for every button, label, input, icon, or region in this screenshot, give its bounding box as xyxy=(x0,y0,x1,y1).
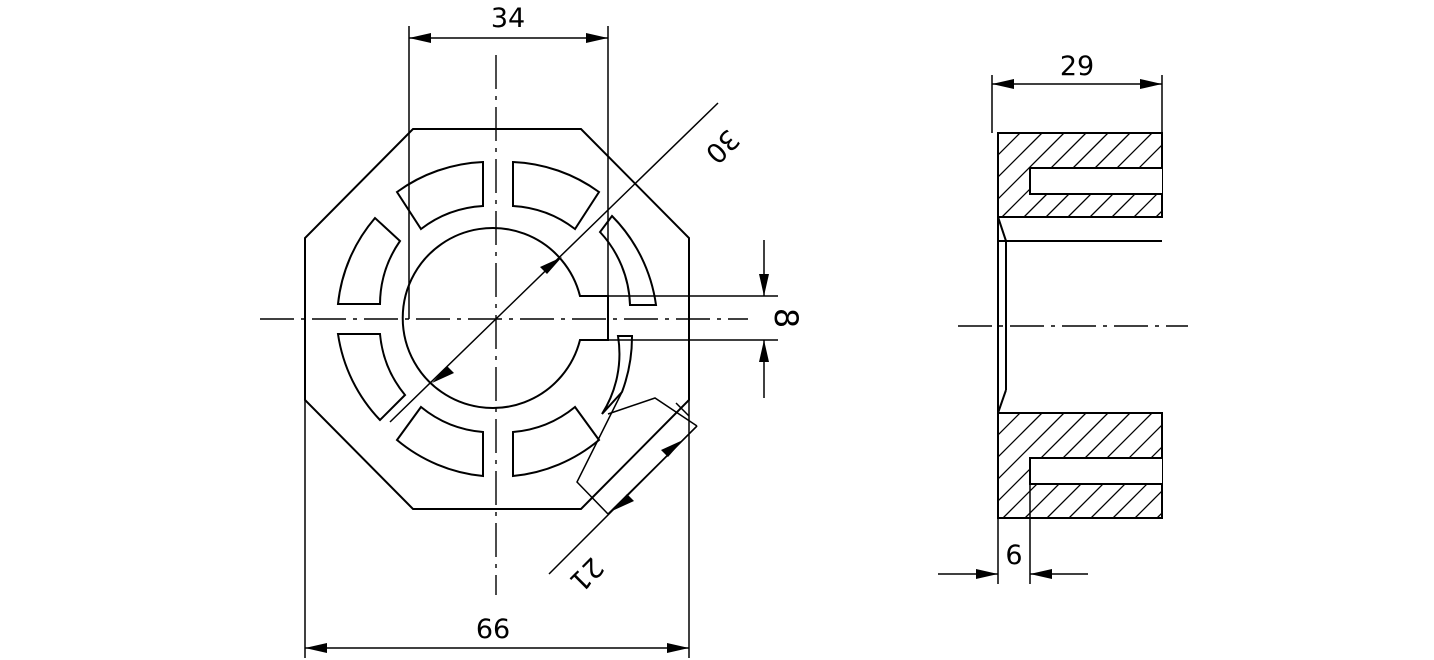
arrowhead xyxy=(305,643,327,653)
dimension-label-29: 29 xyxy=(1060,51,1094,82)
hatch-line xyxy=(1112,468,1162,518)
hatch-line xyxy=(998,133,999,134)
hatch-line xyxy=(1244,133,1328,217)
hatch-line xyxy=(998,413,1065,480)
hatch-line xyxy=(1223,413,1328,518)
hatch-line xyxy=(998,413,999,414)
dimension-30: 30 xyxy=(389,102,745,423)
hatch-line xyxy=(1178,133,1262,217)
dimension-label-8: 8 xyxy=(767,308,805,328)
hatch-line xyxy=(998,413,1021,436)
dimension-34: 34 xyxy=(408,3,609,319)
arrowhead xyxy=(586,33,608,43)
dimension-label-66: 66 xyxy=(476,614,510,645)
ring-slot-right-lower xyxy=(601,335,634,415)
side-view: 29 6 xyxy=(938,51,1350,584)
dimension-29: 29 xyxy=(991,51,1163,133)
arrowhead xyxy=(612,494,634,511)
dimension-label-34: 34 xyxy=(491,3,525,34)
ring-slot-left-lower xyxy=(336,333,407,422)
extension-tick-21 xyxy=(675,402,690,417)
arrowhead xyxy=(667,643,689,653)
dimension-21: 21 xyxy=(548,391,698,597)
hatch-line xyxy=(998,413,1043,458)
extension-line-21 xyxy=(607,397,698,427)
ring-slots xyxy=(336,160,658,478)
arrowhead xyxy=(432,366,454,383)
ring-slot-left-upper xyxy=(336,216,402,305)
dimension-label-6: 6 xyxy=(1005,540,1022,571)
hatch-line xyxy=(1155,210,1162,217)
extension-line-21 xyxy=(576,391,623,515)
arrowhead xyxy=(409,33,431,43)
ring-slot-top-right xyxy=(512,160,601,231)
dimension-8: 8 xyxy=(608,240,805,398)
hatch-line xyxy=(1222,133,1306,217)
arrowhead xyxy=(992,79,1014,89)
hatch-line xyxy=(998,133,1043,178)
arrowhead xyxy=(540,257,562,274)
hatch-line xyxy=(1201,413,1306,518)
ring-slot-bottom-right xyxy=(512,405,601,478)
ring-slot-top-left xyxy=(395,160,484,231)
arrowhead xyxy=(1140,79,1162,89)
hatch-line xyxy=(1179,413,1284,518)
hatch-line xyxy=(1156,512,1162,518)
front-view: 34 30 8 21 xyxy=(260,3,805,658)
arrowhead xyxy=(759,274,769,296)
dimension-label-30: 30 xyxy=(699,123,745,169)
groove-top xyxy=(1029,167,1162,195)
arrowhead xyxy=(976,569,998,579)
arrowhead xyxy=(759,340,769,362)
arrowhead xyxy=(1030,569,1052,579)
dimension-66: 66 xyxy=(304,400,690,658)
arrowhead xyxy=(661,440,683,457)
hatch-line xyxy=(1200,133,1284,217)
side-chamfer-edge xyxy=(997,389,1007,414)
side-chamfer-edge xyxy=(997,216,1007,242)
dimension-6: 6 xyxy=(938,484,1088,584)
hatch-line xyxy=(1133,188,1162,217)
ring-slot-right-upper xyxy=(598,214,658,306)
hatch-line xyxy=(998,133,1065,200)
hatch-line xyxy=(1245,413,1350,518)
octagon-outline xyxy=(304,128,690,510)
hatch-line xyxy=(1134,490,1162,518)
ring-slot-bottom-left xyxy=(395,405,484,478)
bore-with-keyway xyxy=(401,227,609,409)
groove-bottom xyxy=(1029,457,1162,485)
dimension-label-21: 21 xyxy=(563,551,609,597)
hatch-line xyxy=(998,133,1021,156)
